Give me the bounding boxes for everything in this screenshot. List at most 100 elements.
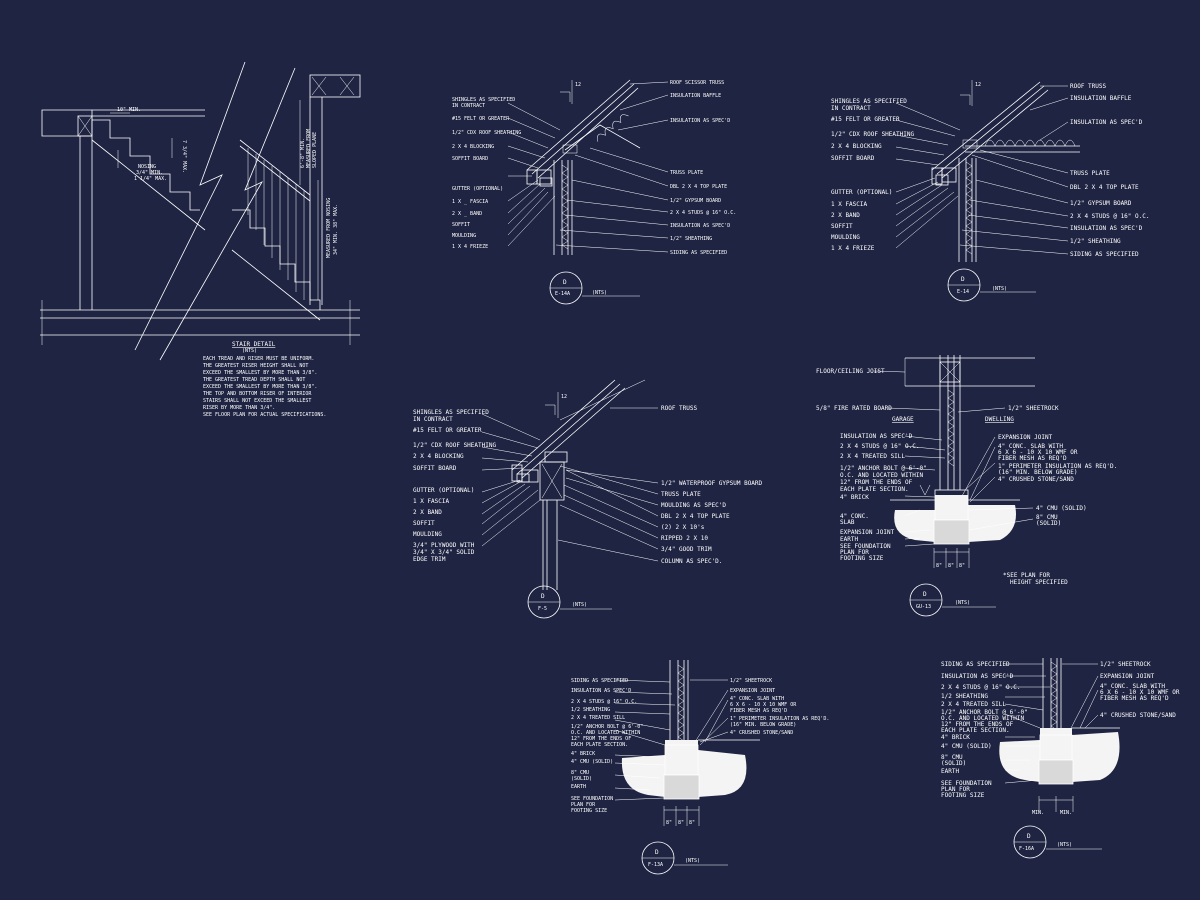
callout: EACH PLATE SECTION.	[571, 742, 628, 748]
earth-fill	[621, 740, 747, 797]
callout: GUTTER (OPTIONAL)	[831, 189, 892, 196]
callout: 1 X 4 FRIEZE	[452, 244, 488, 250]
callout: EXPANSION JOINT	[840, 529, 895, 536]
bubble-letter: D	[1027, 833, 1031, 840]
callout: SLAB	[840, 519, 855, 526]
callout: EXPANSION JOINT	[1100, 673, 1155, 680]
callout: SIDING AS SPECIFIED	[571, 678, 628, 684]
callout: 1/2" CDX ROOF SHEATHING	[413, 442, 496, 449]
callout: 1/2" SHEATHING	[670, 236, 712, 242]
callout: SIDING AS SPECIFIED	[1070, 251, 1139, 258]
left-leaders	[507, 102, 561, 247]
callout: 1/2 SHEATHING	[571, 707, 610, 713]
dwelling-label: DWELLING	[985, 416, 1014, 423]
right-leaders	[1062, 663, 1099, 731]
callout: IN CONTRACT	[452, 103, 485, 109]
callout: 2 X 4 BLOCKING	[831, 143, 882, 150]
callout: FOOTING SIZE	[840, 555, 884, 562]
bubble-letter: D	[563, 279, 567, 286]
callout: 4" BRICK	[571, 751, 595, 757]
soffit-box	[536, 169, 552, 185]
callout: 1 X 4 FRIEZE	[831, 245, 875, 252]
callout: SOFFIT	[831, 223, 853, 230]
bubble-letter: D	[541, 593, 545, 600]
pitch-value: 12	[575, 82, 581, 88]
callout: 1/2" ANCHOR BOLT @ 6'-0"	[941, 709, 1028, 716]
callout: 8" CMU	[571, 770, 589, 776]
wall-section	[553, 160, 573, 255]
bubble-code: F-13A	[648, 862, 663, 868]
bubble-divider	[910, 599, 996, 608]
callout: TRUSS PLATE	[1070, 170, 1110, 177]
callout: O.C. AND LOCATED WITHIN	[941, 715, 1024, 722]
header-beam	[309, 74, 361, 98]
f5-right-labels: ROOF TRUSS 1/2" WATERPROOF GYPSUM BOARD …	[661, 405, 763, 565]
bubble-letter: D	[923, 591, 927, 598]
callout: FIBER MESH AS REQ'D	[730, 708, 787, 714]
callout: FIBER MESH AS REQ'D	[1100, 695, 1169, 702]
callout: INSULATION AS SPEC'D	[670, 118, 730, 124]
dim: 8"	[678, 820, 684, 826]
stair-title: STAIR DETAIL	[232, 341, 276, 348]
bubble-code: E-14A	[555, 291, 570, 297]
f13a-right-labels: 1/2" SHEETROCK EXPANSION JOINT 4" CONC. …	[730, 678, 829, 736]
right-leaders	[555, 81, 669, 253]
callout: 2 X 4 STUDS @ 16" O.C.	[840, 443, 919, 450]
bubble-scale: (NTS)	[955, 600, 970, 606]
callout: FOOTING SIZE	[571, 808, 607, 814]
insulation-batt	[984, 139, 1076, 147]
blocking	[562, 144, 578, 154]
wall-insulation	[1050, 661, 1058, 731]
bubble-scale: (NTS)	[592, 290, 607, 296]
callout: 12" FROM THE ENDS OF	[941, 721, 1014, 728]
callout: 1" PERIMETER INSULATION AS REQ'D.	[998, 463, 1117, 470]
callout: MOULDING	[452, 233, 476, 239]
footing-outline	[1038, 759, 1074, 785]
footing-dims	[1038, 796, 1074, 812]
callout: 6 X 6 - 10 X 10 WMF OR	[1100, 689, 1180, 696]
callout: 4" BRICK	[840, 494, 869, 501]
bubble-divider	[528, 601, 612, 610]
gu13-left-labels: FLOOR/CEILING JOIST 5/8" FIRE RATED BOAR…	[816, 368, 927, 562]
stair-detail: 10" MIN. NOSING 3/4" MIN. 1 1/4" MAX. 7 …	[40, 61, 361, 418]
callout: 2 X 4 STUDS @ 16" O.C.	[1070, 213, 1149, 220]
callout: INSULATION AS SPEC'D	[1070, 225, 1143, 232]
callout: PLAN FOR	[941, 786, 970, 793]
right-post	[309, 97, 323, 305]
stair-dim-lines	[110, 100, 319, 300]
callout: #15 FELT OR GREATER	[452, 116, 510, 122]
bubble-code: E-14	[957, 289, 969, 295]
callout: RIPPED 2 X 10	[661, 535, 708, 542]
headroom-3: SLOPED PLANE	[312, 132, 318, 168]
beam-x	[541, 463, 563, 499]
header-x	[311, 76, 355, 96]
callout: O.C. AND LOCATED WITHIN	[571, 730, 640, 736]
e14-right-labels: ROOF TRUSS INSULATION BAFFLE INSULATION …	[1070, 83, 1149, 258]
callout: SOFFIT BOARD	[413, 465, 457, 472]
callout: 5/8" FIRE RATED BOARD	[816, 405, 892, 412]
left-leaders	[895, 102, 961, 249]
dim: 8"	[689, 820, 695, 826]
dim: 8"	[959, 563, 965, 569]
callout: SOFFIT BOARD	[831, 155, 875, 162]
stair-scale: (NTS)	[242, 348, 257, 354]
left-leaders	[1004, 663, 1050, 784]
callout: EDGE TRIM	[413, 556, 446, 563]
callout: 1/2" SHEETROCK	[1008, 405, 1059, 412]
callout: EARTH	[571, 784, 586, 790]
callout: 1 X FASCIA	[831, 201, 868, 208]
headroom-2: MEASURED FROM	[306, 129, 312, 168]
callout: PLAN FOR	[571, 802, 596, 808]
callout: SHINGLES AS SPECIFIED	[452, 97, 515, 103]
rail-dim-1: MEASURED FROM NOSING	[326, 198, 332, 258]
callout: SIDING AS SPECIFIED	[670, 250, 727, 256]
height-note-2: HEIGHT SPECIFIED	[1010, 579, 1068, 586]
callout: DBL 2 X 4 TOP PLATE	[1070, 184, 1139, 191]
dim: MIN.	[1060, 810, 1072, 816]
callout: EARTH	[941, 768, 959, 775]
wall-insulation	[561, 164, 569, 250]
callout: 4" CONC. SLAB WITH	[1100, 683, 1165, 690]
callout: FLOOR/CEILING JOIST	[816, 368, 885, 375]
detail-f5: 12 SHINGLES AS SPECIFIED IN CONTRACT #15…	[413, 379, 763, 619]
